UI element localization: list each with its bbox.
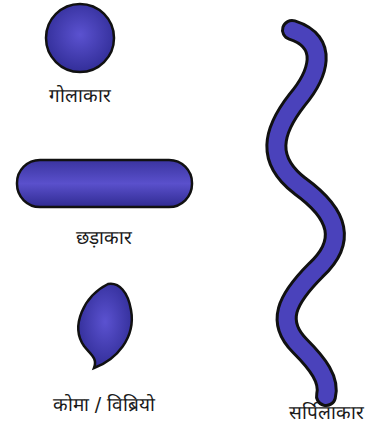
- shape-name: कोमा / विब्रियो: [53, 393, 155, 416]
- vibrio-shape: [78, 284, 131, 368]
- shape-name: गोलाकार: [49, 84, 111, 107]
- coccus-shape: [46, 4, 114, 72]
- shape-name: सर्पिलाकार: [289, 401, 364, 424]
- spirillum-shape: [276, 30, 335, 396]
- shape-name: छड़ाकार: [76, 226, 132, 249]
- bacillus-shape: [17, 160, 192, 207]
